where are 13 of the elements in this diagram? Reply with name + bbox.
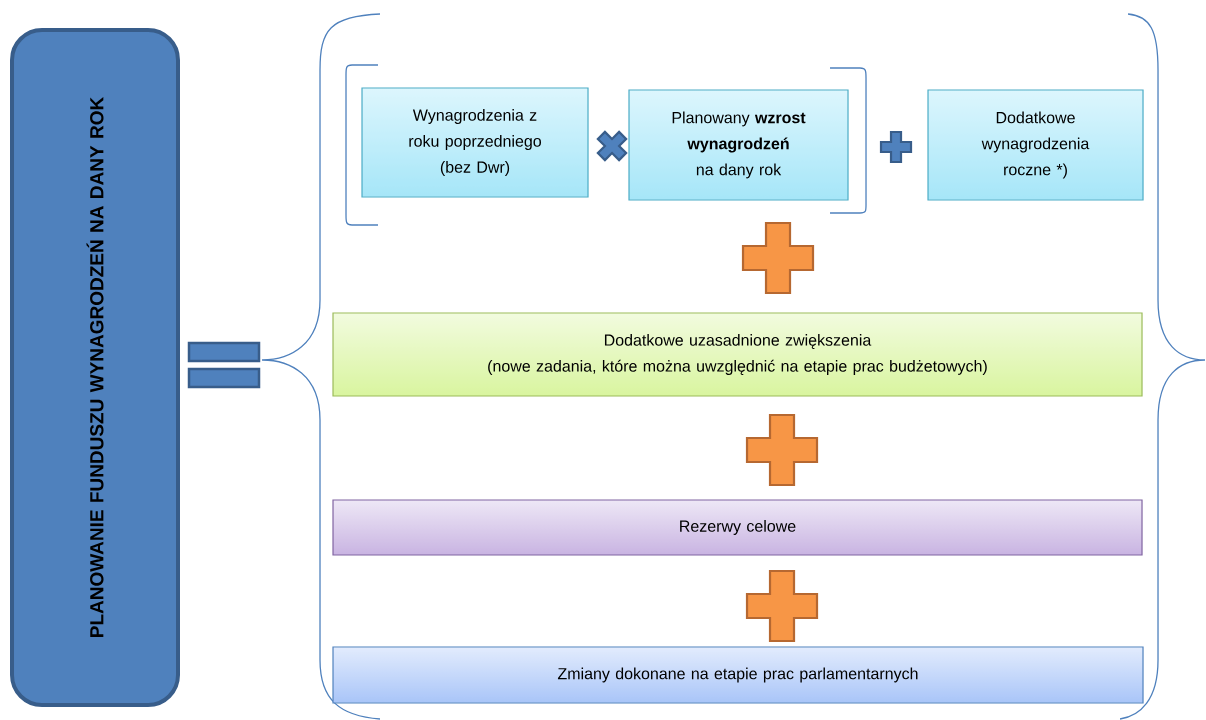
plus-sign <box>741 221 815 295</box>
plus-sign <box>745 569 819 643</box>
text-box: Wynagrodzenia z roku poprzedniego (bez Dwr) <box>361 87 589 198</box>
plus-sign <box>745 413 819 487</box>
text-box: Zmiany dokonane na etapie prac parlamentarnych <box>332 646 1144 704</box>
text-box: Rezerwy celowe <box>332 499 1143 556</box>
text-box: Planowany wzrost wynagrodzeń na dany rok <box>628 89 849 201</box>
text-box: Dodatkowe uzasadnione zwiększenia (nowe zadania, które można uwzględnić na etapie prac budżetowych) <box>332 312 1143 397</box>
title-box: PLANOWANIE FUNDUSZU WYNAGRODZEŃ NA DANY ROK <box>10 28 180 707</box>
text-box: Dodatkowe wynagrodzenia roczne *) <box>927 89 1144 201</box>
multiply-sign <box>596 130 628 162</box>
plus-sign <box>879 130 913 164</box>
equals-sign <box>187 341 261 389</box>
